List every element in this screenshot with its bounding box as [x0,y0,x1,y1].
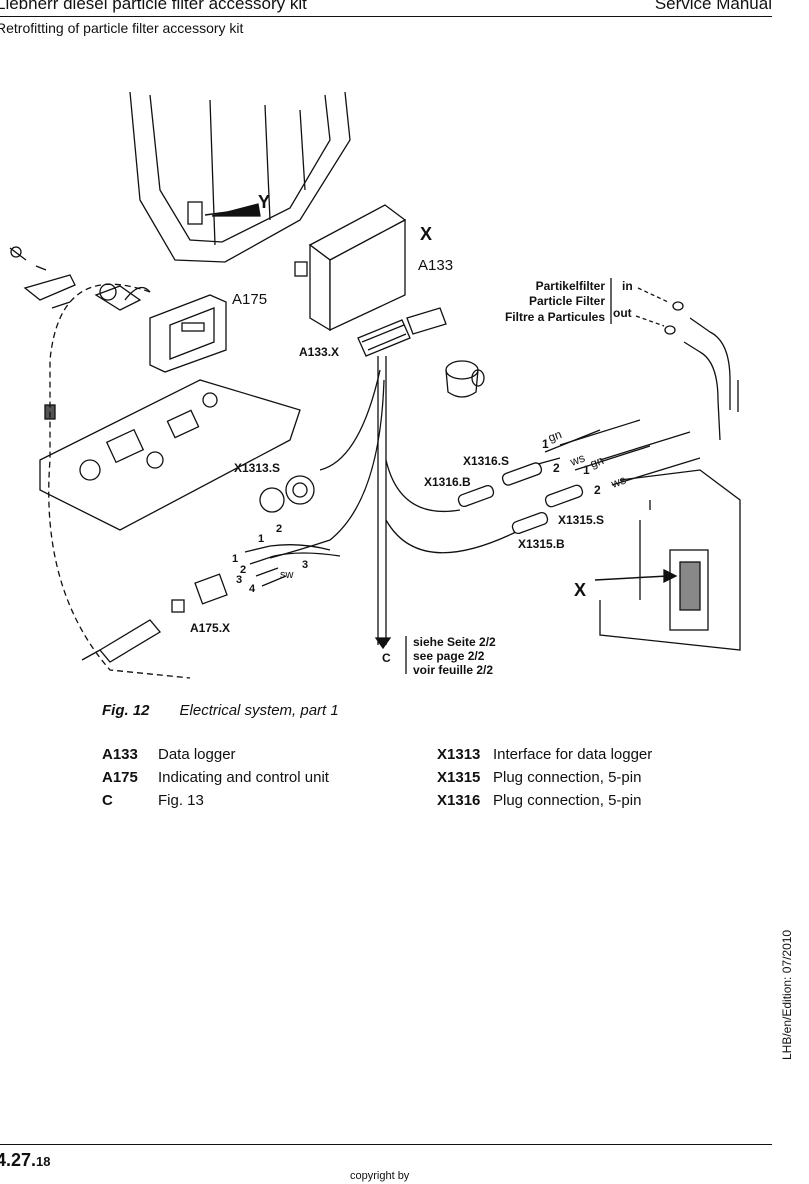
copyright: copyright by [350,1170,410,1182]
page-number-main: 4.27. [0,1150,37,1170]
wire-1-lower: 1 [583,463,590,477]
legend-code: A133 [102,746,138,763]
indicating-unit-a175 [94,283,227,373]
data-logger-a133 [294,204,407,332]
wire-4-b: 4 [249,583,256,595]
cab-drawing [129,91,351,263]
wire-1-b: 1 [232,553,238,565]
legend-row: X1316 Plug connection, 5-pin [437,792,641,809]
figure-caption: Fig. 12 Electrical system, part 1 [102,702,339,719]
figure-caption-text: Electrical system, part 1 [179,702,339,719]
label-X1316B: X1316.B [424,475,471,489]
header-rule [0,16,772,17]
page-header-manual: Service Manual [654,0,772,13]
wire-gn-upper: gn [546,427,563,445]
wire-1-left: 1 [258,533,264,545]
label-X-bottom: X [574,580,586,600]
footer-rule [0,1144,772,1145]
legend-row: C Fig. 13 [102,792,204,809]
connector-x1313s [259,475,315,513]
legend-row: X1315 Plug connection, 5-pin [437,769,641,786]
pf-label-en: Particle Filter [529,294,605,308]
label-A133: A133 [418,257,453,274]
label-X1316S: X1316.S [463,454,509,468]
cable-cap [445,360,485,398]
wire-sw: sw [280,569,294,581]
legend-desc: Plug connection, 5-pin [493,792,642,809]
legend-desc: Plug connection, 5-pin [493,769,642,786]
pf-in: in [622,279,633,293]
label-A175: A175 [232,291,267,308]
plug-a175x [81,573,228,663]
connector-a133x [357,307,447,357]
base-plate [39,379,301,531]
edition-note: LHB/en/Edition: 07/2010 [780,929,794,1060]
label-X1315B: X1315.B [518,537,565,551]
label-A175X: A175.X [190,621,230,635]
legend-desc: Fig. 13 [158,792,204,809]
legend-code: X1313 [437,746,481,763]
legend-desc: Indicating and control unit [158,769,329,786]
wire-2-upper: 2 [553,461,560,475]
wire-3-b: 3 [236,574,242,586]
label-X1315S: X1315.S [558,513,604,527]
wire-ws-upper: ws [567,451,587,470]
label-X1313S: X1313.S [234,461,280,475]
wire-2-lower: 2 [594,483,601,497]
wire-2-left: 2 [276,523,282,535]
legend-code: X1315 [437,769,481,786]
page-header-title: Liebherr diesel particle filter accessor… [0,0,307,13]
see-page-de: siehe Seite 2/2 [413,635,496,649]
sensor-pipes [664,301,739,441]
wire-gn-lower: gn [588,453,605,471]
page-number-sub: 18 [36,1154,51,1169]
legend-code: A175 [102,769,138,786]
dashed-cable [48,283,191,679]
wire-1-upper: 1 [542,437,549,451]
wires-a175x [244,544,341,587]
panel-x [599,469,741,651]
label-C: C [382,651,391,665]
legend-code: C [102,792,113,809]
legend-row: A175 Indicating and control unit [102,769,329,786]
legend-row: A133 Data logger [102,746,236,763]
pf-label-de: Partikelfilter [536,279,606,293]
see-page-en: see page 2/2 [413,649,485,663]
page-subtitle: Retrofitting of particle filter accessor… [0,20,244,36]
bracket-parts [9,246,76,420]
legend-desc: Data logger [158,746,236,763]
see-page-fr: voir feuille 2/2 [413,663,493,677]
legend-code: X1316 [437,792,481,809]
page-number: 4.27.18 [0,1150,51,1171]
electrical-system-diagram: Y X A133 A133.X A175 [9,91,741,679]
connector-x1316 [457,429,601,508]
legend-desc: Interface for data logger [493,746,653,763]
figure-caption-label: Fig. 12 [102,702,150,719]
main-harness [269,356,521,650]
connector-x1315 [511,484,584,535]
wire-ws-lower: ws [608,473,628,492]
pf-label-fr: Filtre a Particules [505,310,605,324]
legend-row: X1313 Interface for data logger [437,746,652,763]
wire-2-b: 2 [240,564,246,576]
wire-3-right: 3 [302,559,308,571]
label-A133X: A133.X [299,345,339,359]
label-X-top: X [420,224,432,244]
pf-out: out [613,306,632,320]
label-Y: Y [258,192,270,212]
